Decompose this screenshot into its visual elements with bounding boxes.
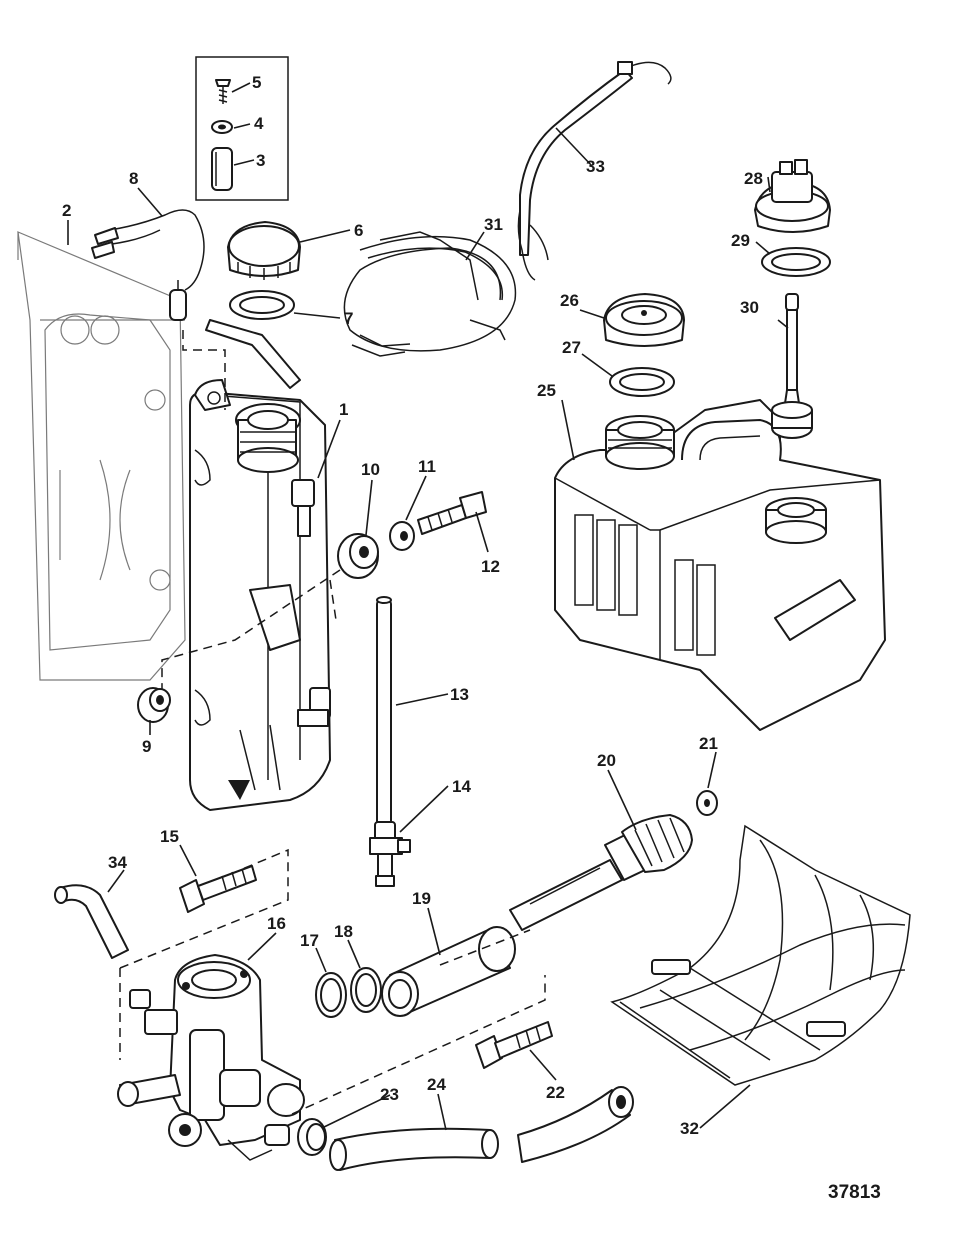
wire-harness xyxy=(91,209,205,321)
oil-tank-cap xyxy=(227,221,301,280)
callout-15: 15 xyxy=(160,827,179,846)
vent-hose xyxy=(54,884,129,959)
mount-washer xyxy=(389,521,415,551)
bolt-lower xyxy=(475,1021,553,1069)
pickup-gasket xyxy=(761,247,831,277)
callout-1: 1 xyxy=(339,400,348,419)
callout-6: 6 xyxy=(354,221,363,240)
callout-34: 34 xyxy=(108,853,127,872)
pickup-tube xyxy=(376,596,392,826)
oil-tank xyxy=(189,379,331,811)
callout-9: 9 xyxy=(142,737,151,756)
callout-24: 24 xyxy=(427,1075,446,1094)
engine-block-outline xyxy=(17,231,186,681)
mount-grommet xyxy=(337,533,379,579)
remote-oil-tank xyxy=(554,399,886,731)
callout-4: 4 xyxy=(254,114,264,133)
bolt-upper xyxy=(179,865,257,913)
callout-27: 27 xyxy=(562,338,581,357)
hose-clamp xyxy=(297,1118,327,1156)
callout-11: 11 xyxy=(418,457,436,476)
callout-31: 31 xyxy=(484,215,503,234)
callout-25: 25 xyxy=(537,381,556,400)
alignment-lines xyxy=(119,330,546,1115)
figure-number: 37813 xyxy=(828,1182,881,1203)
callout-2: 2 xyxy=(62,201,71,220)
callout-12: 12 xyxy=(481,557,500,576)
pickup-tube-assembly xyxy=(771,293,813,439)
check-valve xyxy=(369,821,411,887)
oil-hose xyxy=(329,1086,634,1171)
callout-10: 10 xyxy=(361,460,380,479)
o-ring-inner xyxy=(350,967,382,1013)
tank-bracket xyxy=(610,824,911,1086)
callout-32: 32 xyxy=(680,1119,699,1138)
callout-7: 7 xyxy=(344,309,353,328)
callout-33: 33 xyxy=(586,157,605,176)
callout-22: 22 xyxy=(546,1083,565,1102)
grommet xyxy=(137,687,171,723)
callout-26: 26 xyxy=(560,291,579,310)
callout-labels: 1 2 3 4 5 6 7 8 9 10 11 12 13 14 15 16 1… xyxy=(62,73,763,1138)
callout-28: 28 xyxy=(744,169,763,188)
callout-20: 20 xyxy=(597,751,616,770)
callout-3: 3 xyxy=(256,151,265,170)
callout-8: 8 xyxy=(129,169,138,188)
thrust-washer xyxy=(696,790,718,816)
o-ring-outer xyxy=(315,972,347,1018)
oil-pump xyxy=(117,954,305,1161)
mount-screw xyxy=(417,491,487,535)
callout-29: 29 xyxy=(731,231,750,250)
pickup-cap-assembly xyxy=(754,159,831,233)
hardware-kit-box xyxy=(195,56,289,201)
leader-lines xyxy=(67,82,789,1131)
callout-18: 18 xyxy=(334,922,353,941)
remote-tank-cap xyxy=(603,293,685,347)
cap-tether-strap xyxy=(205,290,301,389)
callout-19: 19 xyxy=(412,889,431,908)
callout-30: 30 xyxy=(740,298,759,317)
callout-13: 13 xyxy=(450,685,469,704)
callout-23: 23 xyxy=(380,1085,399,1104)
callout-14: 14 xyxy=(452,777,471,796)
callout-17: 17 xyxy=(300,931,319,950)
callout-21: 21 xyxy=(699,734,718,753)
cap-gasket xyxy=(609,367,675,397)
drive-sleeve xyxy=(381,926,516,1017)
driven-gear-shaft xyxy=(509,814,693,931)
callout-16: 16 xyxy=(267,914,286,933)
coiled-hose xyxy=(343,231,517,357)
callout-5: 5 xyxy=(252,73,261,92)
tank-strap xyxy=(517,61,672,281)
